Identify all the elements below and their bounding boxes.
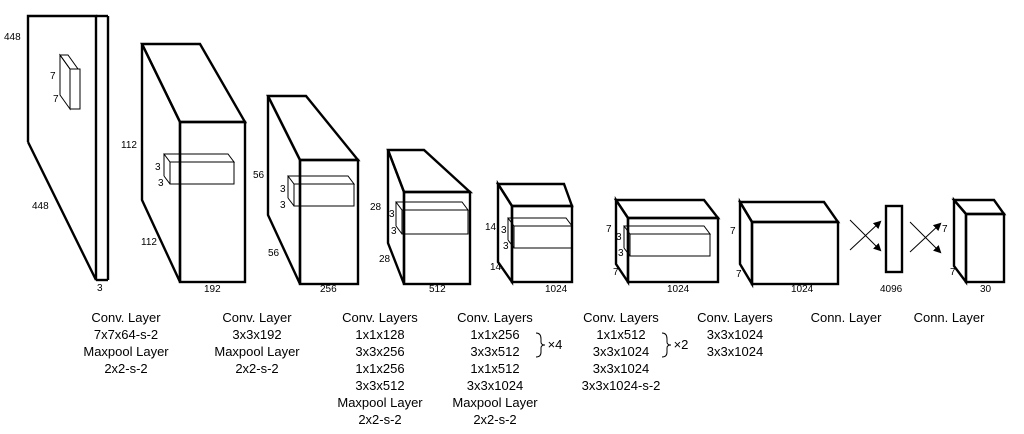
input-layer: 448 448 3 7 7 <box>4 14 110 294</box>
block-3-width-label: 28 <box>370 202 382 213</box>
input-kernel-box <box>59 53 81 111</box>
caption-line: Maxpool Layer <box>337 395 423 410</box>
caption-line: 3x3x1024 <box>707 327 763 342</box>
output-width-label: 7 <box>942 224 948 235</box>
block-4-kernel-label-a: 3 <box>501 225 507 236</box>
layer-block-4: 14 14 1024 3 3 <box>485 179 574 295</box>
caption-block-3: Conv. Layers 1x1x256 3x3x512 1x1x512 3x3… <box>452 310 562 427</box>
block-2-kernel-box <box>287 175 355 207</box>
block-1-depth-label: 192 <box>204 284 221 295</box>
layer-block-1: 112 112 192 3 3 <box>121 42 248 295</box>
repeat-label-x4: ×4 <box>548 337 563 352</box>
caption-line: 3x3x1024 <box>707 344 763 359</box>
block-6-height-label: 7 <box>736 269 742 280</box>
block-5-kernel-box <box>623 225 711 257</box>
caption-line: Conv. Layer <box>91 310 161 325</box>
caption-line: Conv. Layers <box>697 310 773 325</box>
caption-line: Conn. Layer <box>811 310 882 325</box>
layer-block-5: 7 7 1024 3 3 <box>606 196 721 295</box>
caption-line: 1x1x256 <box>470 327 519 342</box>
block-2-kernel-label-b: 3 <box>280 200 286 211</box>
caption-line: Conn. Layer <box>914 310 985 325</box>
block-1-kernel-label-a: 3 <box>155 162 161 173</box>
caption-block-fc: Conn. Layer <box>914 310 985 325</box>
layer-block-2: 56 56 256 3 3 <box>253 94 361 295</box>
block-2-width-label: 56 <box>253 170 265 181</box>
caption-line: 1x1x256 <box>355 361 404 376</box>
block-4-width-label: 14 <box>485 222 497 233</box>
caption-line: 2x2-s-2 <box>473 412 516 427</box>
caption-line: Maxpool Layer <box>452 395 538 410</box>
input-height-label: 448 <box>32 201 49 212</box>
repeat-brace-1 <box>535 332 546 358</box>
repeat-label-x2: ×2 <box>674 337 689 352</box>
block-3-kernel-box <box>395 201 469 235</box>
fc-layer: 4096 <box>880 204 904 295</box>
caption-line: 2x2-s-2 <box>104 361 147 376</box>
block-2-depth-label: 256 <box>320 284 337 295</box>
block-4-kernel-label-b: 3 <box>503 241 509 252</box>
input-width-label: 448 <box>4 32 21 43</box>
connection-arrows-2 <box>909 221 942 254</box>
caption-line: 3x3x1024-s-2 <box>582 378 661 393</box>
caption-block-input: Conv. Layer 7x7x64-s-2 Maxpool Layer 2x2… <box>83 310 169 376</box>
caption-line: Maxpool Layer <box>83 344 169 359</box>
block-6-depth-label: 1024 <box>791 284 814 295</box>
output-height-label: 7 <box>950 267 956 278</box>
layer-block-6: 7 7 1024 <box>730 197 841 295</box>
caption-block-1: Conv. Layer 3x3x192 Maxpool Layer 2x2-s-… <box>214 310 300 376</box>
block-4-kernel-box <box>507 217 573 249</box>
block-5-height-label: 7 <box>613 267 619 278</box>
caption-line: 3x3x256 <box>355 344 404 359</box>
block-4-height-label: 14 <box>490 262 502 273</box>
caption-line: Conv. Layers <box>583 310 659 325</box>
layer-block-3: 28 28 512 3 3 <box>370 148 474 295</box>
caption-line: Conv. Layers <box>342 310 418 325</box>
caption-line: Conv. Layers <box>457 310 533 325</box>
caption-block-5: Conv. Layers 3x3x1024 3x3x1024 <box>697 310 773 359</box>
caption-line: 1x1x128 <box>355 327 404 342</box>
block-1-kernel-label-b: 3 <box>158 178 164 189</box>
output-layer: 7 7 30 <box>942 196 1007 295</box>
block-1-height-label: 112 <box>141 237 157 248</box>
block-2-height-label: 56 <box>268 248 280 259</box>
caption-line: 2x2-s-2 <box>358 412 401 427</box>
repeat-brace-2 <box>661 332 672 358</box>
caption-line: 1x1x512 <box>470 361 519 376</box>
caption-line: Conv. Layer <box>222 310 292 325</box>
caption-line: 7x7x64-s-2 <box>94 327 158 342</box>
connection-arrows-1 <box>849 219 882 252</box>
block-1-kernel-box <box>163 153 235 185</box>
block-3-kernel-label-b: 3 <box>391 226 397 237</box>
block-5-depth-label: 1024 <box>667 284 690 295</box>
block-3-depth-label: 512 <box>429 284 446 295</box>
fc-depth-label: 4096 <box>880 284 903 295</box>
caption-line: 3x3x512 <box>470 344 519 359</box>
block-2-kernel-label-a: 3 <box>280 184 286 195</box>
input-depth-label: 3 <box>97 283 103 294</box>
caption-line: 3x3x1024 <box>467 378 523 393</box>
block-4-depth-label: 1024 <box>545 284 568 295</box>
caption-line: 2x2-s-2 <box>235 361 278 376</box>
block-6-width-label: 7 <box>730 226 736 237</box>
caption-line: Maxpool Layer <box>214 344 300 359</box>
block-1-width-label: 112 <box>121 140 137 151</box>
caption-line: 3x3x1024 <box>593 344 649 359</box>
block-5-width-label: 7 <box>606 224 612 235</box>
input-kernel-label-b: 7 <box>53 94 59 105</box>
caption-block-2: Conv. Layers 1x1x128 3x3x256 1x1x256 3x3… <box>337 310 423 427</box>
caption-block-4: Conv. Layers 1x1x512 3x3x1024 3x3x1024 3… <box>582 310 689 393</box>
block-3-height-label: 28 <box>379 254 391 265</box>
block-3-kernel-label-a: 3 <box>389 209 395 220</box>
output-depth-label: 30 <box>980 284 992 295</box>
caption-block-6: Conn. Layer <box>811 310 882 325</box>
block-5-kernel-label-b: 3 <box>618 248 624 259</box>
input-kernel-label-a: 7 <box>50 71 56 82</box>
block-5-kernel-label-a: 3 <box>616 232 622 243</box>
caption-line: 1x1x512 <box>596 327 645 342</box>
caption-line: 3x3x192 <box>232 327 281 342</box>
caption-line: 3x3x512 <box>355 378 404 393</box>
caption-line: 3x3x1024 <box>593 361 649 376</box>
